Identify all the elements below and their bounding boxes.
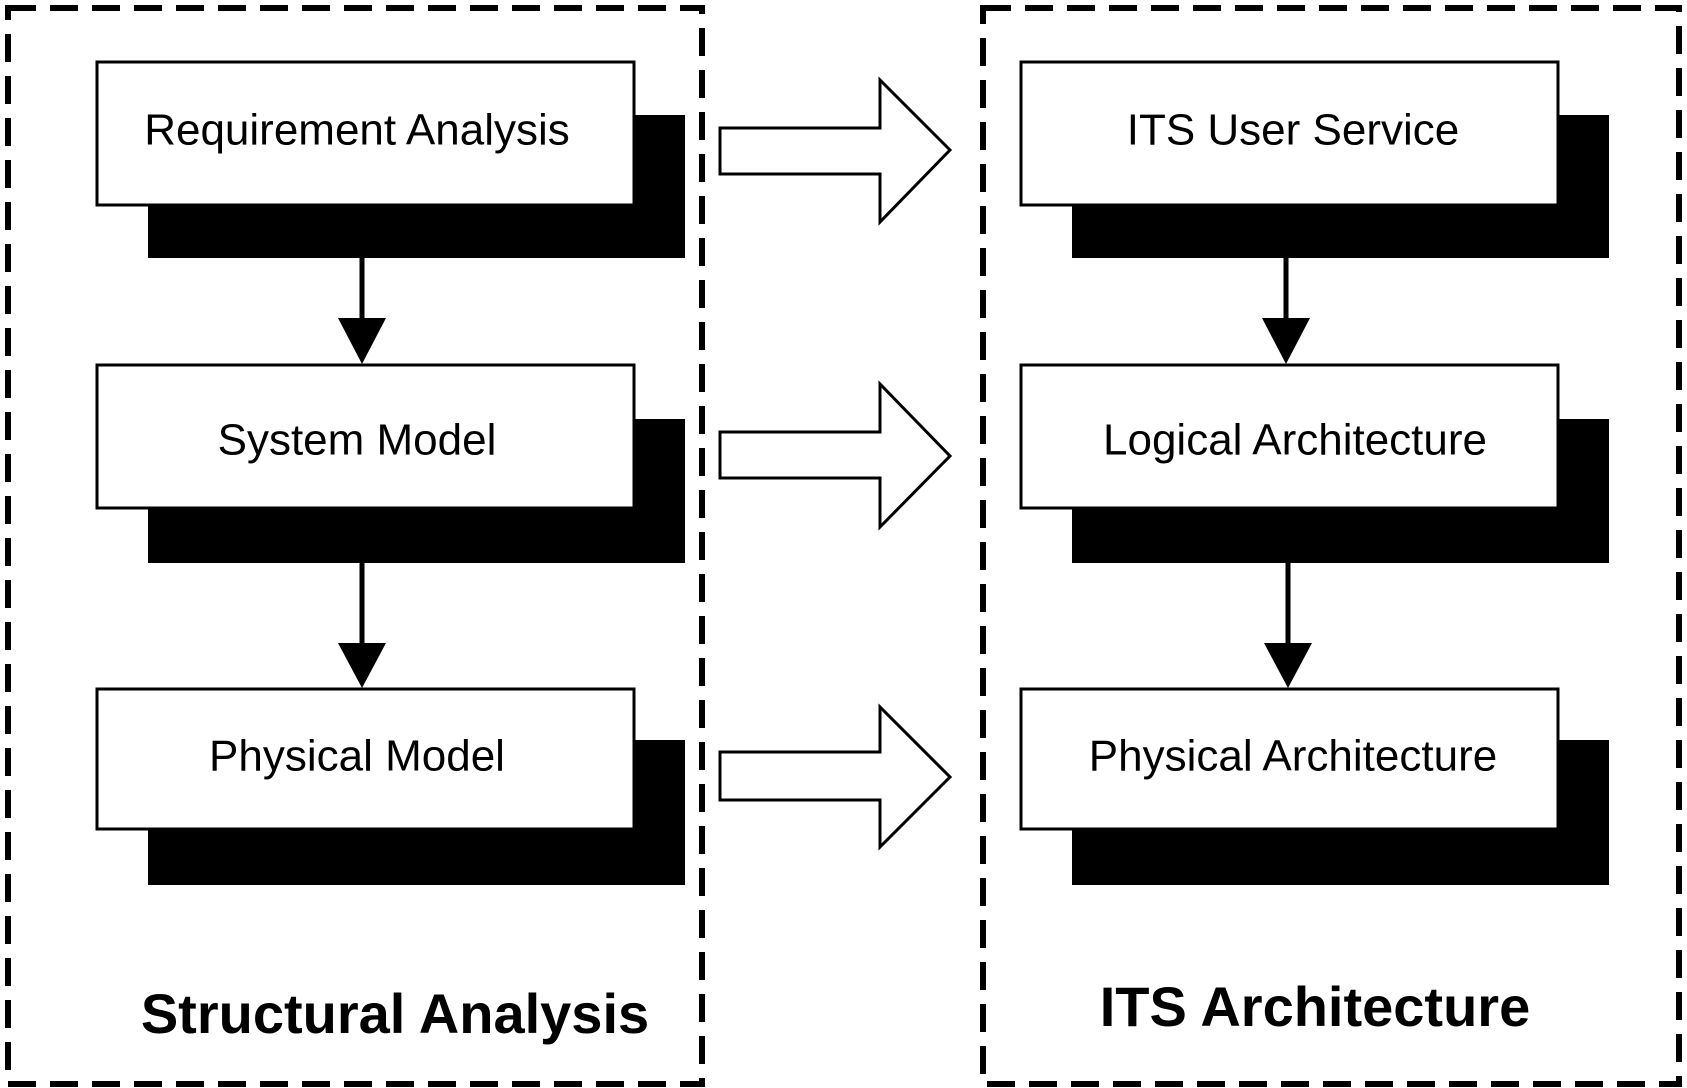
group-frame-its-architecture bbox=[980, 5, 1682, 1087]
mapping-arrows bbox=[718, 76, 953, 851]
flow-arrow-down bbox=[338, 563, 386, 688]
box-system-model: System Model bbox=[95, 363, 685, 563]
box-body bbox=[95, 363, 636, 510]
box-logical-architecture: Logical Architecture bbox=[1019, 363, 1609, 563]
box-body bbox=[95, 687, 636, 831]
box-physical-model: Physical Model bbox=[95, 687, 685, 885]
box-label: Physical Model bbox=[209, 732, 505, 781]
group-title-structural-analysis: Structural Analysis bbox=[141, 982, 649, 1045]
box-its-user-service: ITS User Service bbox=[1019, 60, 1609, 258]
box-label: Logical Architecture bbox=[1103, 416, 1487, 465]
box-body bbox=[1019, 363, 1560, 510]
group-title-its-architecture: ITS Architecture bbox=[1100, 975, 1530, 1038]
box-label: System Model bbox=[218, 416, 497, 465]
group-structural-analysis: Requirement Analysis System Model Physic… bbox=[5, 5, 705, 1087]
box-requirement-analysis: Requirement Analysis bbox=[95, 60, 685, 258]
flow-arrow-down bbox=[338, 258, 386, 364]
box-label: Physical Architecture bbox=[1089, 732, 1497, 781]
box-physical-architecture: Physical Architecture bbox=[1019, 687, 1609, 885]
flow-arrow-down bbox=[1264, 563, 1312, 688]
mapping-arrow bbox=[718, 703, 953, 851]
box-label: ITS User Service bbox=[1127, 106, 1460, 155]
box-body bbox=[1019, 60, 1560, 207]
mapping-arrow bbox=[718, 380, 953, 531]
flow-arrow-down bbox=[1262, 258, 1310, 364]
group-its-architecture: ITS User Service Logical Architecture Ph… bbox=[980, 5, 1682, 1087]
box-label: Requirement Analysis bbox=[144, 106, 570, 155]
group-frame-structural-analysis bbox=[5, 5, 705, 1087]
box-body bbox=[1019, 687, 1560, 831]
mapping-arrow bbox=[718, 76, 953, 226]
box-body bbox=[95, 60, 636, 207]
